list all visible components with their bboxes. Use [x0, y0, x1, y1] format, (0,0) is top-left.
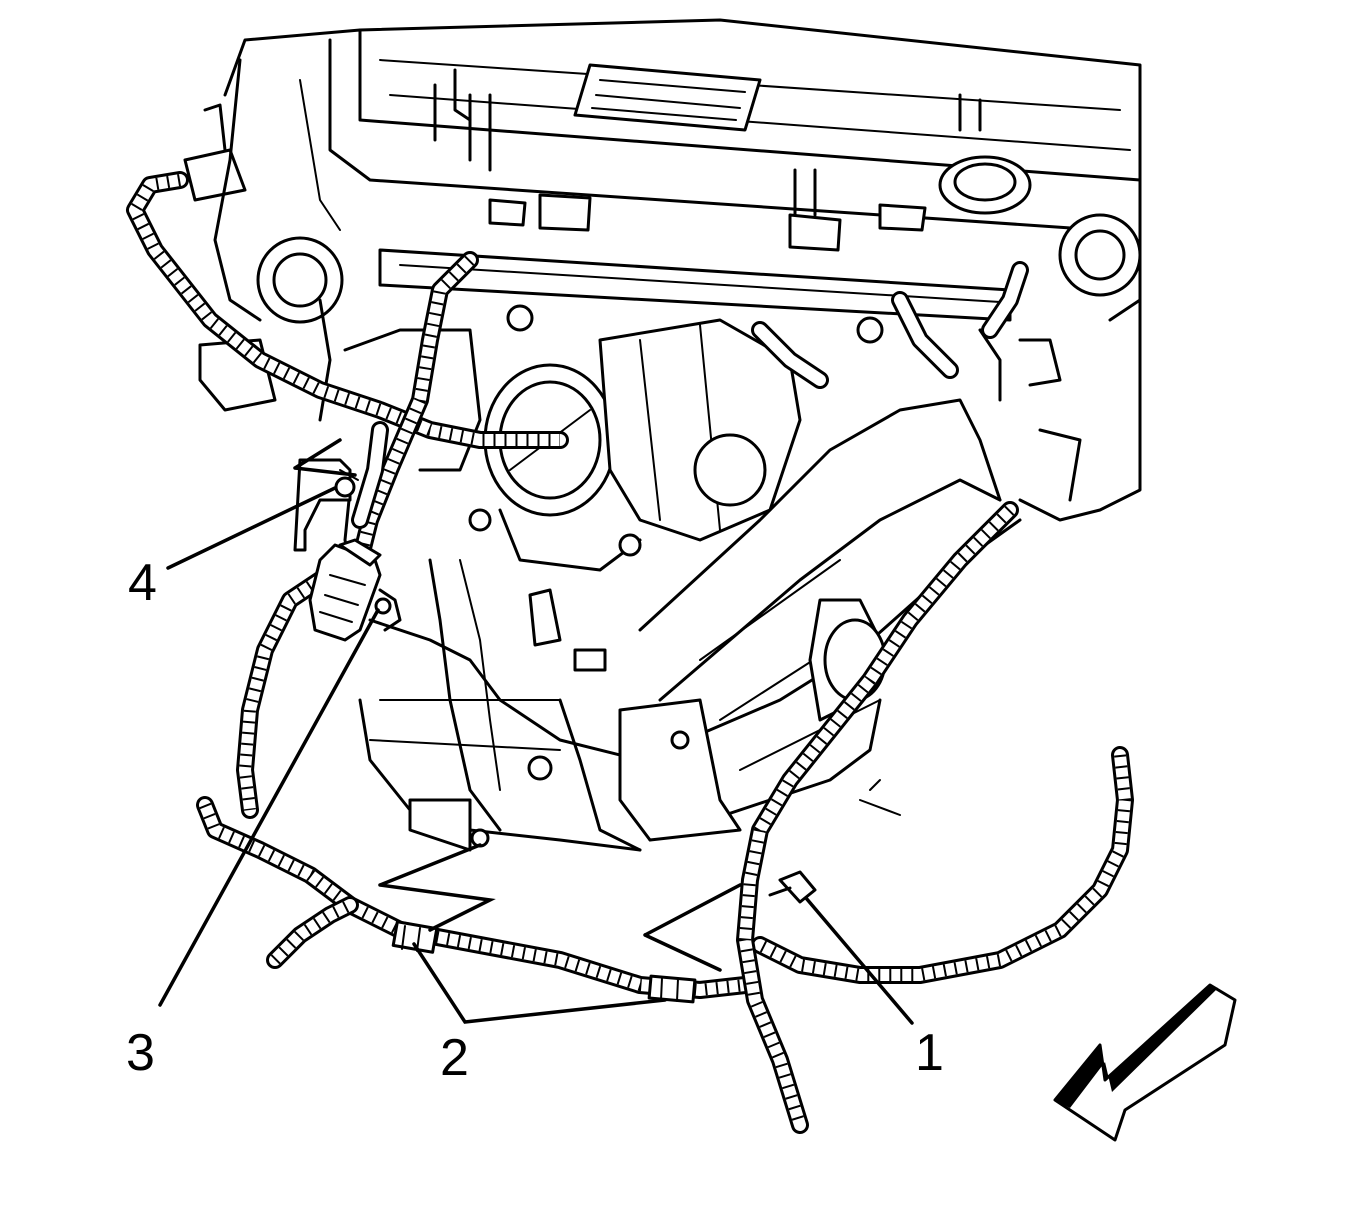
wiring-harness	[126, 171, 1134, 1134]
cam-cover	[213, 18, 1142, 322]
callout-1: 1	[915, 1024, 944, 1082]
leader-1	[804, 896, 914, 1025]
harness-ground-bolt	[768, 870, 817, 904]
throttle-body	[468, 318, 802, 672]
callout-2: 2	[440, 1029, 469, 1087]
leader-3	[158, 608, 380, 1007]
leader-2-c	[378, 843, 496, 932]
leader-4-b	[293, 438, 357, 477]
callout-3: 3	[126, 1024, 155, 1082]
leader-2-b	[643, 883, 742, 972]
intake-manifold	[343, 328, 1022, 852]
leader-4	[166, 486, 337, 570]
leader-2	[412, 942, 667, 1024]
callout-4: 4	[128, 554, 157, 612]
view-direction-arrow-icon	[1053, 983, 1237, 1142]
leader-lines	[158, 438, 914, 1025]
rear-housing	[978, 213, 1142, 522]
callouts: 1 2 3 4	[126, 554, 944, 1087]
sensor-connector	[308, 538, 382, 642]
harness-clip-right	[647, 974, 697, 1004]
front-housing	[183, 103, 344, 422]
